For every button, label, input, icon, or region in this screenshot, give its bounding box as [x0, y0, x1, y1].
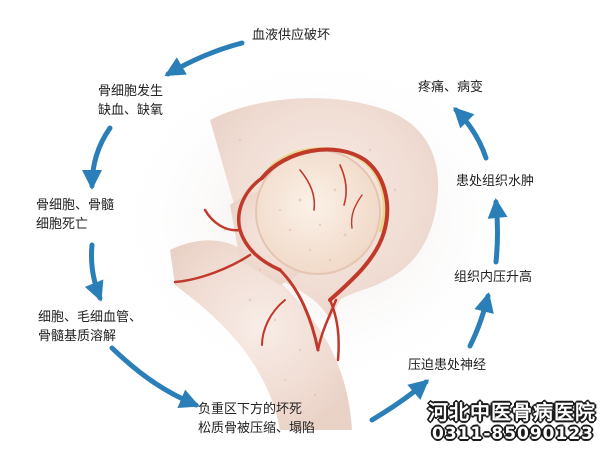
- step-line: 患处组织水肿: [456, 174, 535, 189]
- step-nerve-compression: 压迫患处神经: [408, 356, 486, 375]
- flow-arrows: [82, 40, 508, 423]
- arrow-3: [84, 242, 104, 302]
- step-tissue-edema: 患处组织水肿: [456, 172, 534, 191]
- step-matrix-dissolution: 细胞、毛细血管、 骨髓基质溶解: [38, 308, 142, 346]
- step-line: 松质骨被压缩、塌陷: [198, 421, 316, 436]
- step-pain-lesion: 疼痛、病变: [418, 78, 483, 97]
- step-cell-death: 骨细胞、骨髓 细胞死亡: [36, 196, 114, 234]
- trabecular-texture: [223, 138, 397, 397]
- step-line: 疼痛、病变: [418, 80, 484, 95]
- watermark-phone: 0311-85090123: [432, 424, 594, 444]
- step-line: 负重区下方的坏死: [198, 402, 303, 417]
- step-tissue-pressure: 组织内压升高: [454, 268, 532, 287]
- arrow-6: [467, 292, 494, 349]
- femur-shaft: [170, 240, 352, 430]
- step-line: 骨细胞、骨髓: [36, 198, 115, 213]
- step-line: 压迫患处神经: [408, 358, 487, 373]
- step-line: 细胞死亡: [36, 217, 89, 232]
- arrow-8: [453, 107, 489, 161]
- arrow-2: [82, 125, 113, 190]
- step-line: 缺血、缺氧: [98, 103, 164, 118]
- step-line: 骨髓基质溶解: [38, 329, 117, 344]
- step-bone-collapse: 负重区下方的坏死 松质骨被压缩、塌陷: [198, 400, 315, 438]
- step-line: 血液供应破坏: [252, 28, 331, 43]
- step-blood-supply-disrupted: 血液供应破坏: [252, 26, 330, 45]
- arrow-1: [164, 40, 245, 77]
- blood-vessels: [173, 147, 390, 362]
- arrow-5: [369, 379, 430, 423]
- step-bone-cell-ischemia: 骨细胞发生 缺血、缺氧: [98, 82, 163, 120]
- cartilage-rim: [266, 147, 386, 233]
- step-line: 骨细胞发生: [98, 84, 164, 99]
- arrow-4: [109, 345, 200, 409]
- step-line: 细胞、毛细血管、: [38, 310, 143, 325]
- arrow-7: [487, 198, 508, 265]
- step-line: 组织内压升高: [454, 270, 533, 285]
- watermark-hospital-name: 河北中医骨病医院: [428, 400, 596, 424]
